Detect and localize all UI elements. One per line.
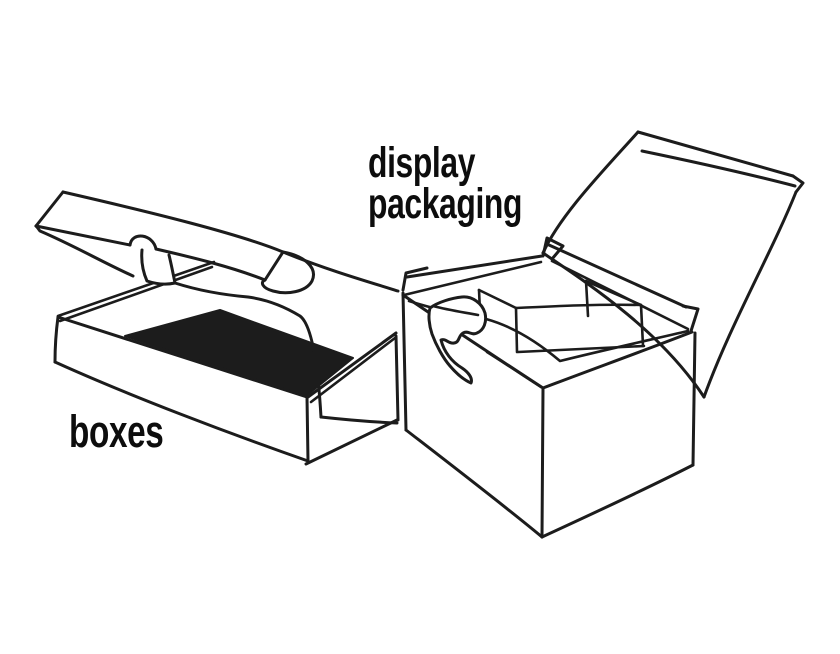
interior-floor-front bbox=[484, 317, 690, 363]
display-packaging-line2: packaging bbox=[368, 180, 523, 228]
divider-cross1-top bbox=[477, 288, 518, 310]
shoebox-drawing bbox=[34, 190, 400, 466]
display-lid-top-edge bbox=[636, 130, 795, 178]
shoebox-lid-flap-bottom-2 bbox=[173, 281, 323, 419]
shoebox-lid-end-fold bbox=[263, 250, 285, 282]
shoebox-rightface-bottom-edge bbox=[304, 418, 399, 466]
shoebox-rightface-right-edge bbox=[394, 334, 400, 422]
display-left-ear bbox=[401, 266, 429, 292]
display-box-pull-tab bbox=[427, 295, 488, 385]
boxes-label: boxes bbox=[69, 409, 164, 454]
shoebox-left-edge bbox=[53, 315, 60, 364]
divider-long-base bbox=[516, 344, 646, 354]
shoebox-lid-lower-edge-2 bbox=[154, 247, 267, 282]
display-bottom-left-edge bbox=[404, 428, 544, 539]
display-rim-backleft-outer bbox=[405, 254, 544, 279]
interior-corner-line bbox=[485, 350, 543, 389]
boxes-label-text: boxes bbox=[69, 406, 164, 457]
pull-tab-fold-line bbox=[431, 304, 480, 317]
divider-cross2-top bbox=[584, 279, 643, 307]
shoebox-lid-lower-edge bbox=[34, 224, 132, 247]
shoebox-lid bbox=[34, 190, 400, 425]
shoebox-lid-flap-bottom bbox=[34, 224, 135, 278]
display-box-body bbox=[401, 236, 700, 539]
shoebox-tray bbox=[53, 260, 400, 466]
display-rim-backright-outer bbox=[547, 243, 688, 309]
display-lid-notch bbox=[791, 174, 805, 194]
shoebox-back-rim-inner bbox=[58, 265, 214, 323]
pull-tab-outline bbox=[427, 295, 488, 385]
shoebox-lid-tab bbox=[140, 248, 177, 286]
shoebox-bottom-edge bbox=[53, 360, 310, 463]
display-bottom-right-edge bbox=[540, 463, 695, 539]
display-box-lid bbox=[541, 130, 805, 399]
divider-long-top bbox=[514, 303, 643, 310]
display-lid-fold-line bbox=[640, 149, 797, 188]
display-rim-front-right bbox=[541, 330, 694, 390]
display-left-edge bbox=[401, 291, 408, 432]
shoebox-back-rim-outer bbox=[56, 260, 216, 318]
shoebox-lid-top-edge bbox=[61, 190, 400, 293]
display-lid-right-edge bbox=[702, 190, 798, 399]
display-right-edge bbox=[691, 331, 697, 467]
shoebox-rightface-rim-inner bbox=[309, 336, 397, 404]
divider-cross2-front-edge bbox=[639, 303, 645, 348]
display-right-ear bbox=[681, 304, 700, 333]
display-packaging-line1: display bbox=[368, 139, 476, 187]
shoebox-lid-thumb-notch bbox=[128, 234, 158, 251]
shoebox-lid-left-end bbox=[34, 190, 65, 228]
display-lid-corner-tip bbox=[541, 236, 565, 261]
display-front-edge bbox=[540, 387, 545, 539]
shoebox-lid-flap-fold bbox=[319, 415, 399, 425]
shoebox-lid-end-curve bbox=[260, 250, 315, 295]
shoebox-right-corner-edge bbox=[305, 395, 310, 463]
display-box-drawing bbox=[401, 130, 805, 539]
shoebox-front-rim bbox=[56, 315, 309, 399]
display-packaging-label: display packaging bbox=[368, 139, 523, 228]
shoebox-rightface-rim-outer bbox=[306, 331, 398, 399]
divider-cross2-back-edge bbox=[584, 279, 590, 318]
display-rim-backleft-inner bbox=[402, 260, 543, 297]
shoebox-interior-shadow bbox=[124, 309, 354, 397]
display-lid-left-edge bbox=[541, 130, 640, 255]
